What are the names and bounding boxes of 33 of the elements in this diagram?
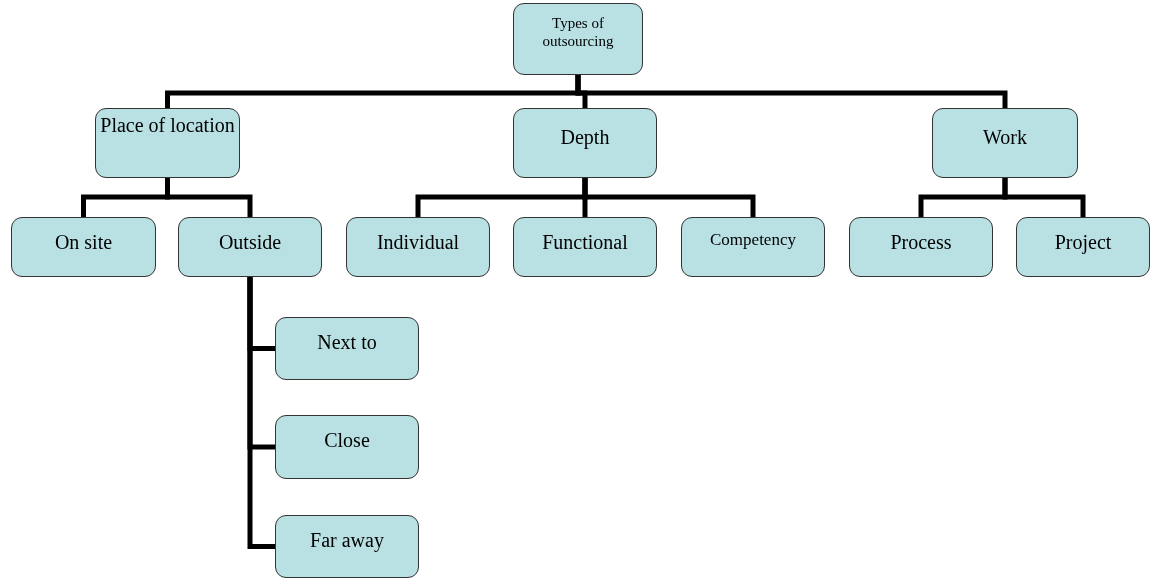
box-label: Types of outsourcing (541, 14, 615, 50)
box-label: Individual (376, 230, 460, 254)
category-box (513, 217, 657, 277)
category-box (95, 108, 240, 178)
box-label: Work (983, 125, 1027, 149)
category-box (681, 217, 825, 277)
connector-line (582, 178, 756, 217)
category-box (178, 217, 322, 277)
box-label: Outside (218, 230, 282, 254)
category-box (275, 415, 419, 479)
box-label: Close (324, 428, 370, 452)
box-label: Functional (542, 230, 628, 254)
box-label: Project (1054, 230, 1112, 254)
box-label: On site (54, 230, 113, 254)
box-label: Process (890, 230, 952, 254)
box-label: Far away (310, 528, 384, 552)
category-box (1016, 217, 1150, 277)
category-box (275, 317, 419, 380)
category-box (275, 515, 419, 578)
category-box (513, 3, 643, 75)
category-box (513, 108, 657, 178)
connector-line (575, 75, 1008, 108)
box-label: Competency (710, 230, 796, 251)
box-label: Depth (560, 125, 610, 149)
connector-line (247, 277, 275, 549)
category-box (11, 217, 156, 277)
category-box (849, 217, 993, 277)
connector-line (165, 178, 253, 217)
box-label: Next to (317, 330, 377, 354)
category-box (346, 217, 490, 277)
box-label: Place of location (100, 113, 235, 137)
category-box (932, 108, 1078, 178)
connector-line (1002, 178, 1086, 217)
